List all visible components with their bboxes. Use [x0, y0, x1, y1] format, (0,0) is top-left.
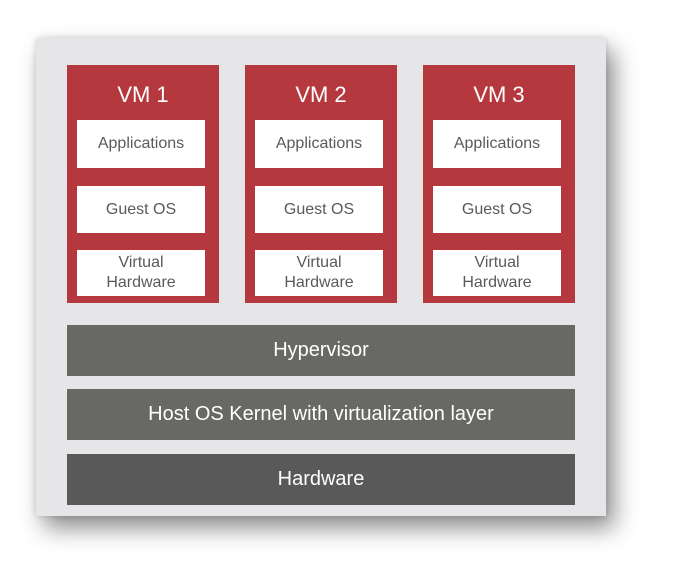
vm-2-title: VM 2 [295, 82, 347, 107]
vm-3-virtual-hardware-line2: Hardware [462, 274, 532, 291]
vm-2-guest-os-box: Guest OS [255, 186, 383, 233]
vm-2-virtual-hardware-line1: Virtual [296, 254, 342, 271]
vm-3-applications-box: Applications [433, 120, 561, 168]
vm-1-block: VM 1 Applications Guest OS Virtual Hardw… [67, 65, 219, 303]
hypervisor-layer: Hypervisor [67, 325, 575, 376]
vm-2-virtual-hardware-box: Virtual Hardware [255, 250, 383, 296]
vm-2-virtual-hardware-line2: Hardware [284, 274, 354, 291]
vm-3-block: VM 3 Applications Guest OS Virtual Hardw… [423, 65, 575, 303]
host-os-kernel-layer: Host OS Kernel with virtualization layer [67, 389, 575, 440]
vm-1-virtual-hardware-line1: Virtual [118, 254, 164, 271]
diagram-panel: VM 1 Applications Guest OS Virtual Hardw… [36, 38, 606, 516]
vm-1-applications-box: Applications [77, 120, 205, 168]
vm-1-virtual-hardware-box: Virtual Hardware [77, 250, 205, 296]
hardware-layer: Hardware [67, 454, 575, 505]
vm-3-guest-os-box: Guest OS [433, 186, 561, 233]
vm-3-virtual-hardware-line1: Virtual [474, 254, 520, 271]
vm-2-block: VM 2 Applications Guest OS Virtual Hardw… [245, 65, 397, 303]
vm-2-applications-box: Applications [255, 120, 383, 168]
vm-1-title: VM 1 [117, 82, 169, 107]
vm-3-title: VM 3 [473, 82, 525, 107]
vm-1-guest-os-box: Guest OS [77, 186, 205, 233]
vm-1-virtual-hardware-line2: Hardware [106, 274, 176, 291]
vm-3-virtual-hardware-box: Virtual Hardware [433, 250, 561, 296]
